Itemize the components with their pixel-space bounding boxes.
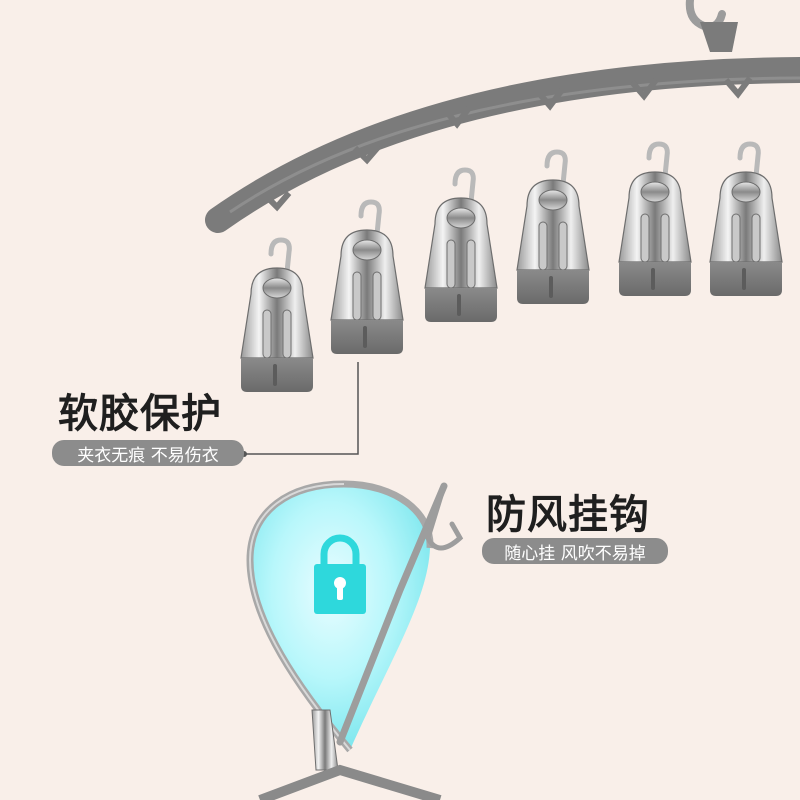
soft-protection-title: 软胶保护 xyxy=(58,391,222,437)
clothes-clip-3 xyxy=(425,170,497,322)
windproof-hook-subtitle: 随心挂 风吹不易掉 xyxy=(482,538,668,564)
clothes-clip-2 xyxy=(331,202,403,354)
lock-icon xyxy=(314,534,366,614)
clothes-clip-4 xyxy=(517,152,589,304)
clothes-clip-5 xyxy=(619,144,691,296)
clothes-clip-6 xyxy=(710,144,782,296)
soft-protection-subtitle: 夹衣无痕 不易伤衣 xyxy=(52,440,244,466)
top-hook xyxy=(685,0,738,52)
windproof-hook-illustration xyxy=(246,480,464,800)
clothes-clip-1 xyxy=(241,240,313,392)
hanger-frame xyxy=(205,57,800,233)
windproof-hook-title: 防风挂钩 xyxy=(486,492,650,538)
leader-line-soft xyxy=(244,362,359,455)
